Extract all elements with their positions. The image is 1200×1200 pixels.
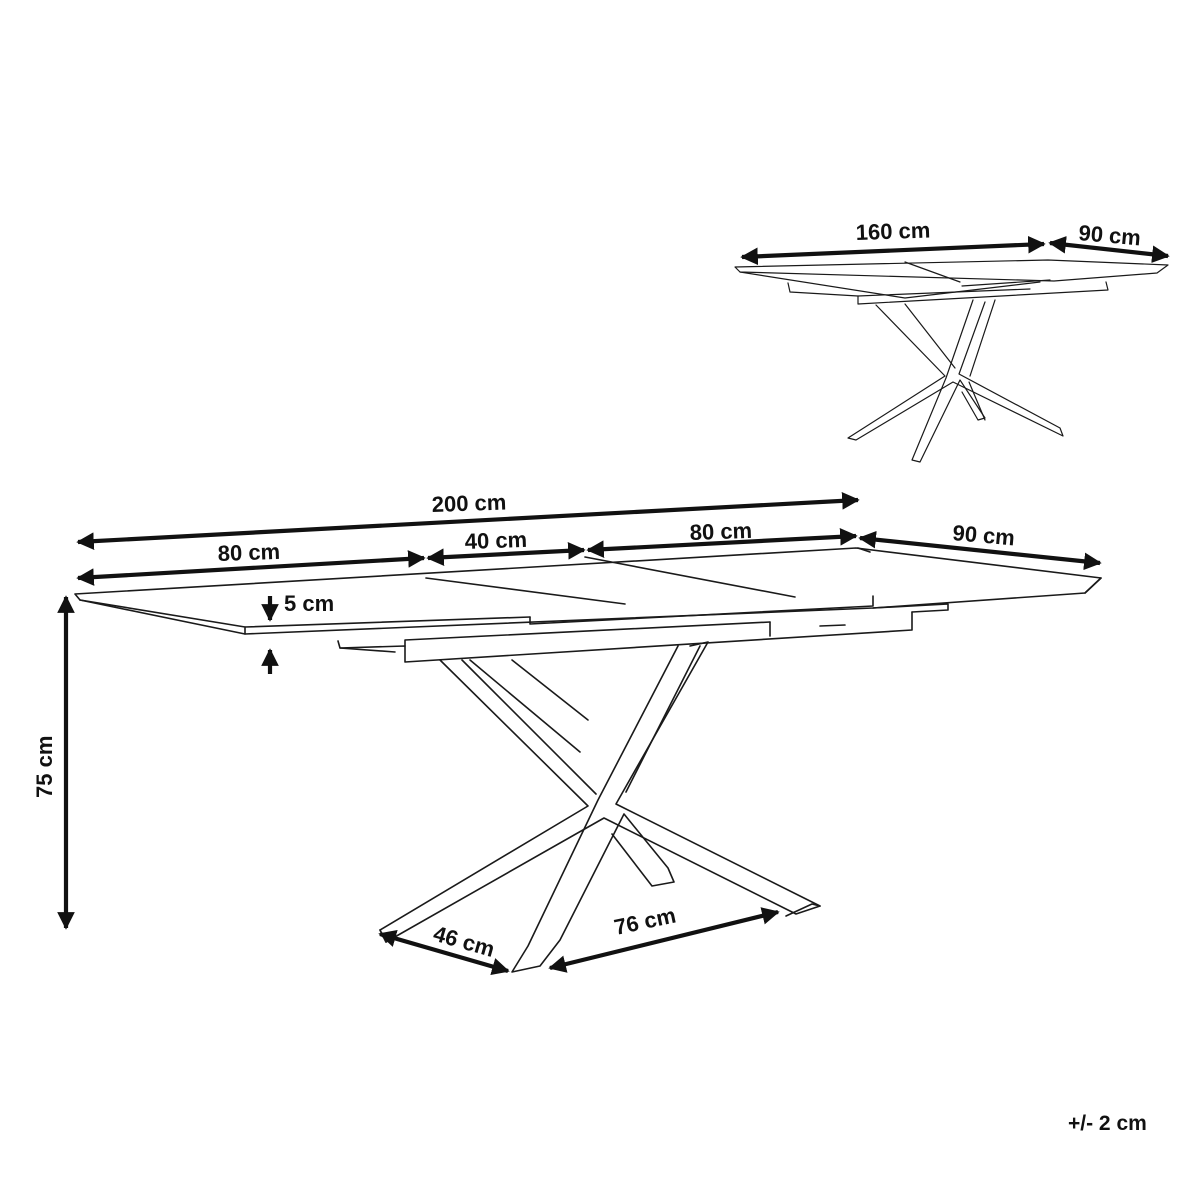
- collapsed-width-label: 90 cm: [1078, 220, 1142, 250]
- middle-leaf-label: 40 cm: [464, 527, 527, 554]
- total-length-label: 200 cm: [431, 489, 506, 517]
- middle-leaf-dimension: 40 cm: [426, 527, 586, 566]
- foot-short-dimension: 46 cm: [378, 921, 510, 976]
- left-leaf-dimension: 80 cm: [76, 539, 426, 586]
- foot-long-label: 76 cm: [612, 902, 678, 939]
- tolerance-note: +/- 2 cm: [1068, 1112, 1147, 1135]
- collapsed-width-dimension: 90 cm: [1048, 220, 1170, 264]
- foot-short-label: 46 cm: [431, 921, 498, 962]
- table-height-label: 75 cm: [32, 736, 57, 798]
- top-thickness-dimension: 5 cm: [261, 591, 334, 674]
- extended-table-drawing: [74, 547, 1102, 973]
- collapsed-table-drawing: [734, 259, 1169, 463]
- left-leaf-label: 80 cm: [217, 539, 280, 566]
- table-width-dimension: 90 cm: [858, 520, 1102, 571]
- table-height-dimension: 75 cm: [32, 595, 75, 930]
- total-length-dimension: 200 cm: [76, 489, 860, 550]
- foot-long-dimension: 76 cm: [548, 902, 780, 973]
- collapsed-length-dimension: 160 cm: [740, 217, 1046, 266]
- right-leaf-label: 80 cm: [689, 518, 752, 545]
- table-width-label: 90 cm: [952, 520, 1016, 550]
- right-leaf-dimension: 80 cm: [586, 518, 858, 558]
- collapsed-length-label: 160 cm: [855, 217, 930, 245]
- top-thickness-label: 5 cm: [284, 591, 334, 616]
